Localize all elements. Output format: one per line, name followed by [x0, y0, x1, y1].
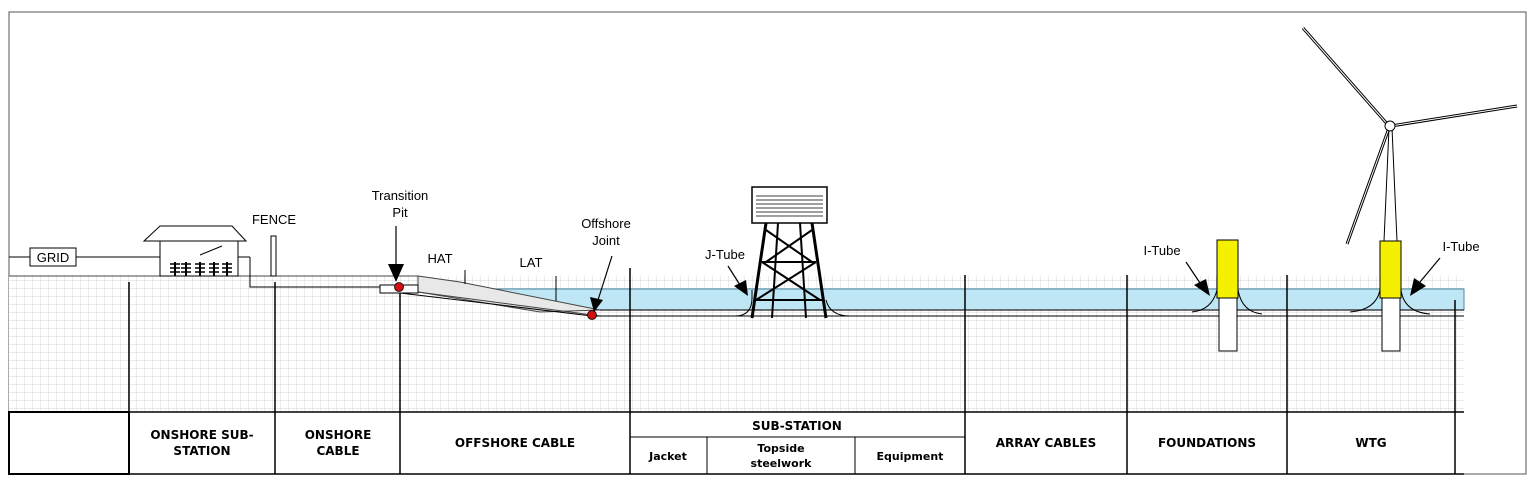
j-tube-label: J-Tube [705, 247, 745, 262]
wind-turbine [1301, 27, 1518, 352]
beach-underside [417, 291, 601, 317]
onshore-cable-label-2: CABLE [316, 444, 359, 458]
transition-pit-label-2: Pit [392, 205, 408, 220]
foundations-label: FOUNDATIONS [1158, 436, 1256, 450]
i-tube-label-foundation: I-Tube [1143, 243, 1180, 258]
i-tube-foundation-arrow-head [1194, 279, 1210, 296]
onshore-substation-label-2: STATION [173, 444, 230, 458]
substation-label: SUB-STATION [752, 419, 842, 433]
i-tube-wtg-arrow-shaft [1419, 257, 1441, 283]
equipment-label: Equipment [877, 450, 944, 463]
i-tube-label-wtg: I-Tube [1442, 239, 1479, 254]
offshore-joint-marker [587, 310, 597, 320]
onshore-cable-label-1: ONSHORE [305, 428, 372, 442]
transition-pit-arrow-head [388, 264, 404, 282]
onshore-substation-building [142, 225, 248, 277]
offshore-joint-arrow-head [590, 297, 603, 312]
section-table [8, 268, 1464, 475]
onshore-substation-label-1: ONSHORE SUB- [150, 428, 253, 442]
j-tube-cable [600, 290, 753, 317]
fence-label: FENCE [252, 212, 296, 227]
offshore-joint-label-1: Offshore [581, 216, 631, 231]
offshore-substation [750, 186, 851, 319]
hat-label: HAT [427, 251, 452, 266]
lat-label: LAT [520, 255, 543, 270]
foundation-monopile [1191, 239, 1263, 352]
fence-post [270, 235, 277, 277]
transition-pit-joint [394, 282, 404, 292]
j-tube-arrow-shaft [727, 265, 741, 286]
offshore-cable-label: OFFSHORE CABLE [455, 436, 575, 450]
array-cables-label: ARRAY CABLES [996, 436, 1097, 450]
i-tube-wtg-arrow-head [1410, 278, 1426, 296]
wtg-label: WTG [1355, 436, 1386, 450]
i-tube-foundation-arrow-shaft [1185, 261, 1201, 284]
jacket-label: Jacket [648, 450, 687, 463]
offshore-joint-label-2: Joint [592, 233, 620, 248]
grid-label: GRID [37, 250, 70, 265]
j-tube-arrow-head [734, 280, 748, 296]
offshore-joint-arrow-shaft [597, 255, 613, 301]
topside-label-1: Topside [757, 442, 804, 455]
topside-label-2: steelwork [751, 457, 813, 470]
transition-pit-label-1: Transition [372, 188, 429, 203]
